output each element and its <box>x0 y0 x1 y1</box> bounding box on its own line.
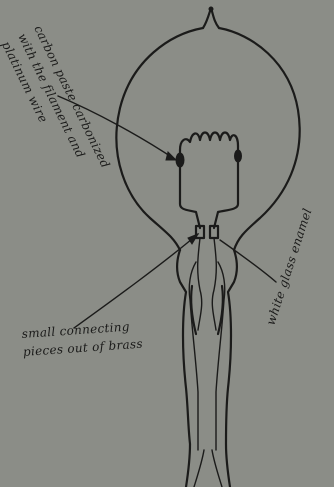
note-connecting-pieces: small connecting pieces out of brass <box>21 319 143 359</box>
note-glass-enamel: white glass enamel <box>264 206 315 326</box>
note-carbon-paste: carbon paste carbonized with the filamen… <box>0 23 113 186</box>
stem-wire-right <box>212 238 216 330</box>
bulb-neck-right <box>226 250 237 487</box>
exit-wire-right <box>212 450 222 487</box>
stem-wire-left <box>198 238 202 330</box>
leader-glass <box>220 240 276 282</box>
bulb-neck-left <box>177 250 190 487</box>
filament-coil <box>180 133 238 151</box>
exit-wire-left <box>194 450 204 487</box>
note-connecting-line-2: pieces out of brass <box>22 337 143 359</box>
bulb-tip-knob <box>209 7 213 11</box>
inner-stem <box>189 262 225 450</box>
note-glass-line: white glass enamel <box>264 206 315 326</box>
leader-carbon-arrowhead <box>166 152 176 160</box>
